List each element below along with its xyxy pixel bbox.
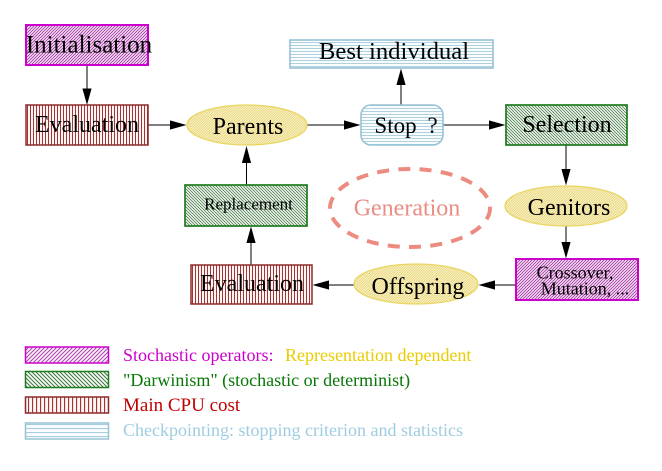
svg-text:Stop: Stop bbox=[374, 113, 416, 138]
svg-text:Initialisation: Initialisation bbox=[26, 32, 153, 59]
svg-text:Evaluation: Evaluation bbox=[35, 112, 139, 138]
svg-text:Genitors: Genitors bbox=[528, 195, 611, 221]
svg-text:Stochastic operators:: Stochastic operators: bbox=[123, 345, 273, 365]
svg-text:"Darwinism" (stochastic or det: "Darwinism" (stochastic or determinist) bbox=[123, 370, 410, 391]
svg-text:Parents: Parents bbox=[213, 114, 284, 140]
svg-text:Best individual: Best individual bbox=[319, 38, 469, 65]
svg-text:Main CPU cost: Main CPU cost bbox=[123, 395, 241, 416]
svg-text:?: ? bbox=[428, 113, 438, 138]
svg-text:Offspring: Offspring bbox=[372, 274, 465, 300]
svg-text:Crossover,: Crossover, bbox=[537, 263, 614, 283]
svg-text:Representation dependent: Representation dependent bbox=[285, 345, 471, 365]
svg-text:Generation: Generation bbox=[354, 196, 461, 222]
svg-text:Checkpointing: stopping criter: Checkpointing: stopping criterion and st… bbox=[123, 420, 463, 440]
svg-text:Selection: Selection bbox=[522, 112, 611, 138]
svg-text:Replacement: Replacement bbox=[204, 195, 293, 214]
svg-text:Evaluation: Evaluation bbox=[200, 271, 304, 297]
svg-text:Mutation, ...: Mutation, ... bbox=[541, 279, 630, 299]
